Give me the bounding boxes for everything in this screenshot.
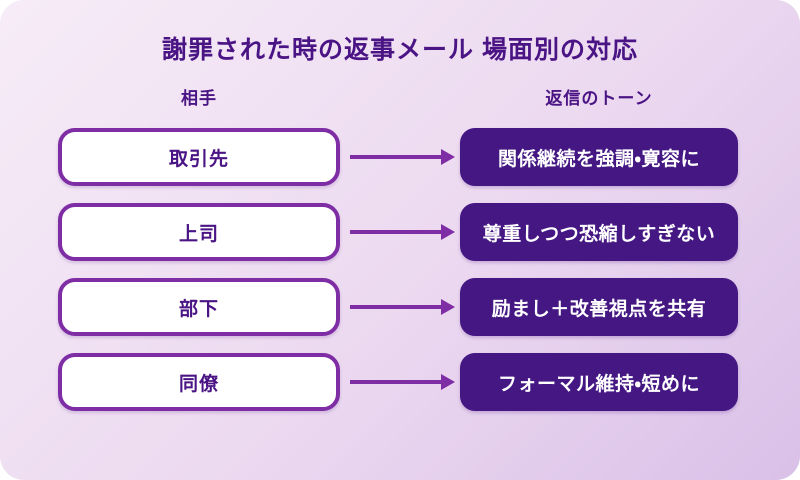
diagram-row: 取引先 関係継続を強調・寛容に (0, 128, 800, 186)
partner-box-torihikisaki: 取引先 (58, 128, 340, 186)
diagram-row: 部下 励まし＋改善視点を共有 (0, 278, 800, 336)
partner-box-joushi: 上司 (58, 203, 340, 261)
diagram-row: 上司 尊重しつつ恐縮しすぎない (0, 203, 800, 261)
arrow-right-icon (350, 299, 455, 315)
column-header-tone: 返信のトーン (545, 89, 653, 108)
partner-box-buka: 部下 (58, 278, 340, 336)
partner-box-douryou: 同僚 (58, 353, 340, 411)
tone-box-joushi: 尊重しつつ恐縮しすぎない (460, 203, 738, 261)
tone-box-douryou: フォーマル維持・短めに (460, 353, 738, 411)
tone-box-torihikisaki: 関係継続を強調・寛容に (460, 128, 738, 186)
column-header-partner: 相手 (181, 89, 217, 108)
arrow-right-icon (350, 224, 455, 240)
diagram-row: 同僚 フォーマル維持・短めに (0, 353, 800, 411)
page-title: 謝罪された時の返事メール 場面別の対応 (162, 36, 638, 64)
arrow-right-icon (350, 374, 455, 390)
arrow-right-icon (350, 149, 455, 165)
tone-box-buka: 励まし＋改善視点を共有 (460, 278, 738, 336)
